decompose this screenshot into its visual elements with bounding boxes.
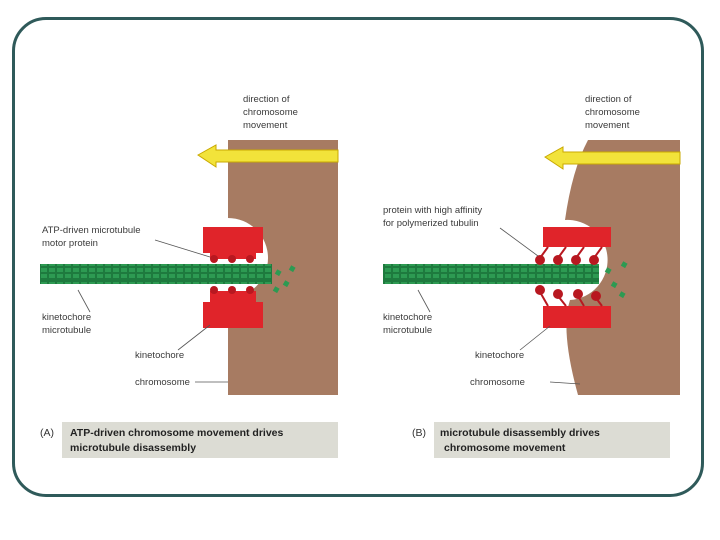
direction-label-a: direction of chromosome movement — [243, 94, 301, 131]
kinetochore-a — [203, 227, 263, 328]
microtubule-b — [383, 264, 599, 284]
caption-a: ATP-driven chromosome movement drives mi… — [70, 427, 286, 454]
caption-letter-b: (B) — [412, 427, 426, 439]
caption-box-b — [434, 422, 670, 458]
panel-a: direction of chromosome movement ATP-dri… — [40, 94, 339, 458]
affinity-proteins-b — [535, 246, 603, 307]
kinetochore-b — [543, 227, 611, 328]
direction-arrow-a — [197, 144, 339, 168]
direction-label-b: direction of chromosome movement — [585, 94, 643, 131]
microtubule-label-b: kinetochore microtubule — [383, 312, 435, 336]
microtubule-label-a: kinetochore microtubule — [42, 312, 94, 336]
caption-box-a — [62, 422, 338, 458]
panel-b: direction of chromosome movement protein… — [383, 94, 681, 458]
microtubule-a — [40, 264, 272, 284]
slide-frame — [12, 17, 704, 497]
direction-arrow-b — [544, 146, 681, 170]
caption-b: microtubule disassembly drives chromosom… — [440, 427, 603, 454]
protein-label-b: protein with high affinity for polymeriz… — [383, 205, 485, 229]
motor-label-a: ATP-driven microtubule motor protein — [42, 225, 143, 249]
chromosome-label-b: chromosome — [470, 377, 525, 388]
chromosome-a — [228, 140, 338, 395]
kinetochore-label-b: kinetochore — [475, 350, 524, 361]
motor-proteins-a — [210, 255, 254, 294]
chromosome-b — [565, 140, 680, 395]
kinetochore-label-a: kinetochore — [135, 350, 184, 361]
chromosome-label-a: chromosome — [135, 377, 190, 388]
caption-letter-a: (A) — [40, 427, 54, 439]
